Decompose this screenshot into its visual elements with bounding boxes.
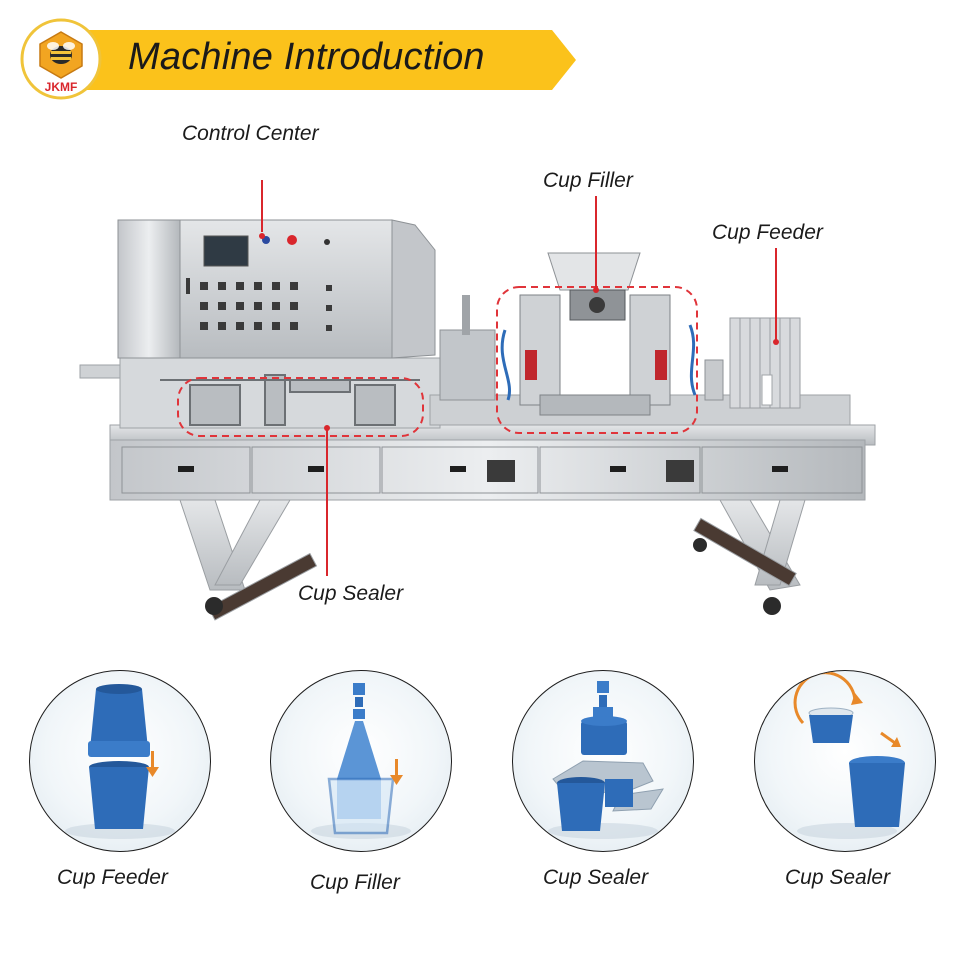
machine-legs: [179, 499, 806, 621]
sealer-mechanics: [160, 374, 420, 426]
step-circle-cup-filler: [270, 670, 452, 852]
step-circle-cup-sealer: [512, 670, 694, 852]
page-title: Machine Introduction: [128, 36, 485, 78]
cup-sealer-lid-icon: [793, 671, 905, 839]
step-caption-cup-sealer-lid: Cup Sealer: [785, 866, 891, 889]
callout-lines: [261, 180, 777, 576]
header-banner: [40, 30, 576, 90]
step-caption-cup-feeder: Cup Feeder: [57, 866, 168, 889]
step-circle-cup-feeder: [29, 670, 211, 852]
step-caption-cup-sealer: Cup Sealer: [543, 866, 649, 889]
logo-text: JKMF: [45, 80, 78, 94]
cup-feeder-icon: [65, 684, 175, 839]
cup-filler-icon: [311, 683, 411, 839]
step-caption-cup-filler: Cup Filler: [310, 871, 400, 894]
callout-control-center: Control Center: [182, 122, 319, 145]
cup-sealer-icon: [548, 681, 664, 839]
bee-logo-icon: JKMF: [20, 18, 102, 100]
sealer-highlight: [177, 377, 424, 437]
step-circle-cup-sealer-lid: [754, 670, 936, 852]
drawer-panels: [121, 446, 863, 494]
machine-illustration: [79, 180, 876, 621]
callout-cup-feeder: Cup Feeder: [712, 221, 823, 244]
callout-cup-sealer: Cup Sealer: [298, 582, 404, 605]
callout-cup-filler: Cup Filler: [543, 169, 633, 192]
